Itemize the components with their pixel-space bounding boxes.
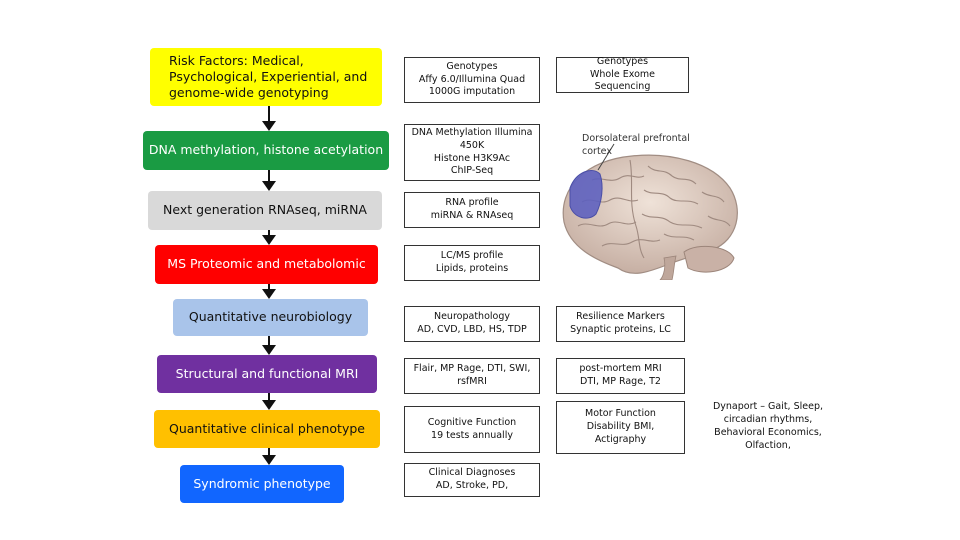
- resilience-markers-box: Resilience Markers Synaptic proteins, LC: [556, 306, 685, 342]
- genotypes-affy-box: Genotypes Affy 6.0/Illumina Quad 1000G i…: [404, 57, 540, 103]
- neurobiology-box: Quantitative neurobiology: [173, 299, 368, 336]
- dna-methylation-box: DNA methylation, histone acetylation: [143, 131, 389, 170]
- rnaseq-box: Next generation RNAseq, miRNA: [148, 191, 382, 230]
- proteomic-box: MS Proteomic and metabolomic: [155, 245, 378, 284]
- brain-stem: [659, 255, 677, 280]
- clinical-phenotype-box: Quantitative clinical phenotype: [154, 410, 380, 448]
- syndromic-phenotype-label: Syndromic phenotype: [193, 475, 331, 491]
- motor-function-box: Motor Function Disability BMI, Actigraph…: [556, 401, 685, 454]
- risk-factors-box: Risk Factors: Medical, Psychological, Ex…: [150, 48, 382, 106]
- clinical-diagnoses-box: Clinical Diagnoses AD, Stroke, PD,: [404, 463, 540, 497]
- down-arrow-icon: [262, 170, 276, 191]
- pointer-line: [597, 143, 615, 171]
- lcms-profile-box: LC/MS profile Lipids, proteins: [404, 245, 540, 281]
- mri-sequences-box: Flair, MP Rage, DTI, SWI, rsfMRI: [404, 358, 540, 394]
- rnaseq-label: Next generation RNAseq, miRNA: [163, 202, 367, 218]
- brain-region-label: Dorsolateral prefrontal cortex: [582, 133, 690, 157]
- down-arrow-icon: [262, 393, 276, 410]
- genotypes-wes-box: Genotypes Whole Exome Sequencing: [556, 56, 689, 93]
- down-arrow-icon: [262, 106, 276, 131]
- dlpfc-region: [569, 170, 603, 219]
- down-arrow-icon: [262, 284, 276, 299]
- syndromic-phenotype-box: Syndromic phenotype: [180, 465, 344, 503]
- postmortem-mri-box: post-mortem MRI DTI, MP Rage, T2: [556, 358, 685, 394]
- dna-methylation-illumina-box: DNA Methylation Illumina 450K Histone H3…: [404, 124, 540, 181]
- mri-label: Structural and functional MRI: [175, 365, 359, 381]
- cognitive-function-box: Cognitive Function 19 tests annually: [404, 406, 540, 453]
- proteomic-label: MS Proteomic and metabolomic: [167, 256, 366, 272]
- clinical-phenotype-label: Quantitative clinical phenotype: [169, 420, 365, 436]
- neuropathology-box: Neuropathology AD, CVD, LBD, HS, TDP: [404, 306, 540, 342]
- cerebellum: [683, 245, 735, 273]
- dna-methylation-label: DNA methylation, histone acetylation: [148, 142, 384, 158]
- neurobiology-label: Quantitative neurobiology: [188, 309, 353, 325]
- down-arrow-icon: [262, 230, 276, 245]
- rna-profile-box: RNA profile miRNA & RNAseq: [404, 192, 540, 228]
- mri-box: Structural and functional MRI: [157, 355, 377, 393]
- down-arrow-icon: [262, 336, 276, 355]
- dynaport-text: Dynaport – Gait, Sleep, circadian rhythm…: [712, 401, 824, 451]
- down-arrow-icon: [262, 448, 276, 465]
- risk-factors-label: Risk Factors: Medical, Psychological, Ex…: [169, 52, 368, 101]
- brain-illustration: [562, 143, 738, 280]
